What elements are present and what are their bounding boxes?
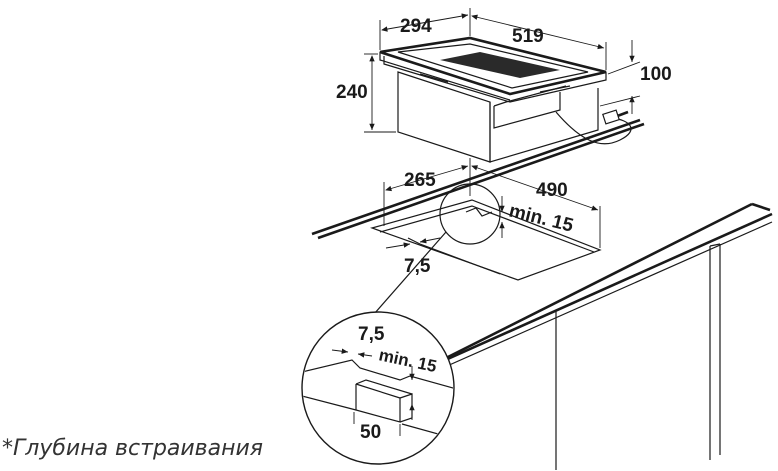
label-519: 519: [512, 26, 544, 47]
label-240: 240: [336, 82, 368, 103]
label-7-5: 7,5: [404, 256, 431, 277]
label-490: 490: [536, 180, 568, 201]
dim-front-offset: 7,5: [385, 237, 441, 277]
footnote: *Глубина встраивания: [2, 436, 264, 461]
dim-total-height: 240: [336, 53, 396, 133]
hob-unit: [379, 36, 632, 163]
label-detail-7-5: 7,5: [358, 324, 385, 345]
label-294: 294: [400, 16, 432, 37]
dim-cutout-depth: 265: [383, 158, 471, 226]
dim-hob-width: 519: [471, 14, 607, 70]
dim-cutout-width: 490: [471, 165, 601, 248]
label-265: 265: [404, 170, 436, 191]
dim-top-height: 100: [599, 40, 672, 114]
label-100: 100: [640, 64, 672, 85]
detail-view: 7,5 min. 15 50: [301, 311, 455, 465]
label-detail-50: 50: [360, 422, 381, 443]
detail-marker-circle: [439, 183, 501, 245]
label-min-15: min. 15: [507, 200, 576, 236]
dim-hob-depth: 294: [379, 8, 471, 50]
